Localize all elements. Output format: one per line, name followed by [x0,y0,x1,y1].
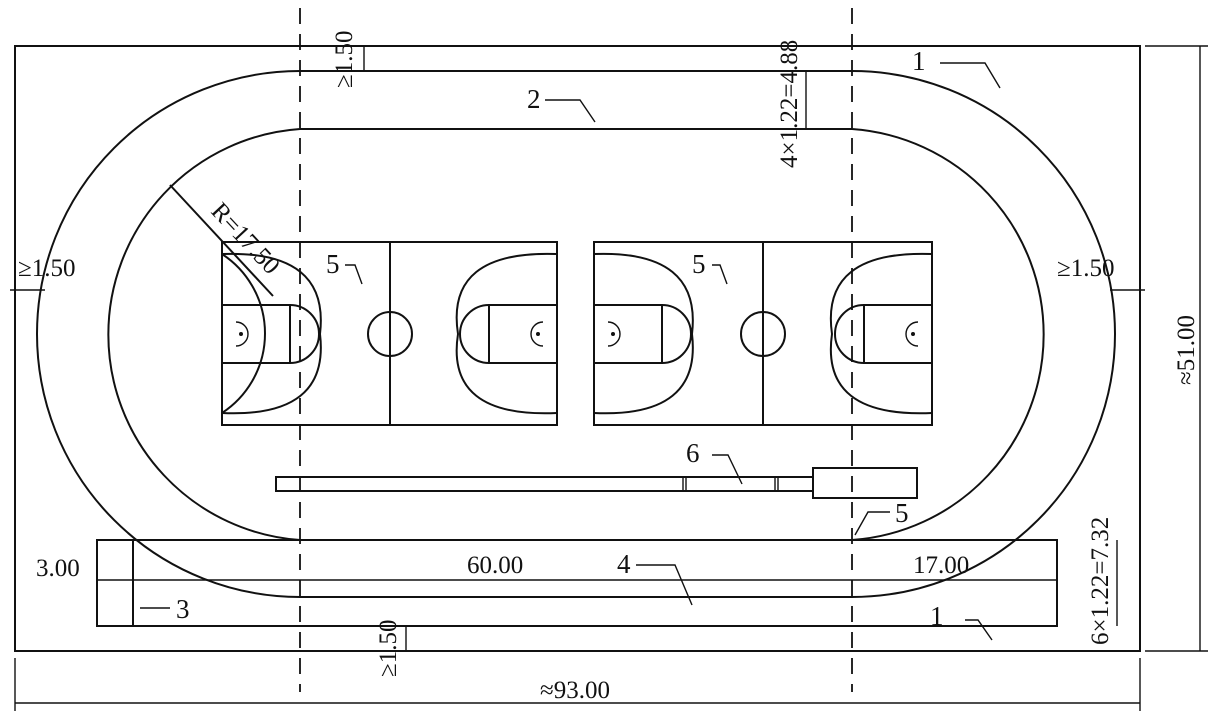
label-court-right: 5 [692,249,706,279]
label-straight-lanes: 4 [617,549,631,579]
basketball-court-right [593,241,933,426]
leader-5-court-left [345,264,363,285]
label-long-jump: 6 [686,438,700,468]
dim-right-clearance: ≥1.50 [1057,255,1114,282]
dim-run-out: 17.00 [913,552,969,579]
dim-start-zone: 3.00 [36,555,80,582]
label-finish-point: 5 [895,498,909,528]
dim-lanes-straight: 6×1.22=7.32 [1087,517,1114,645]
site-boundary [14,45,1141,652]
dim-width-total: ≈93.00 [540,677,610,704]
dim-left-clearance: ≥1.50 [18,255,75,282]
track-outer-edge [36,70,1116,598]
leader-6 [712,454,743,485]
leader-1-bottom [965,619,993,641]
dim-bottom-clearance: ≥1.50 [375,620,402,677]
basketball-court-left [221,241,558,426]
straight-track-area [96,539,1058,627]
leader-2 [545,99,596,123]
label-outer-track: 1 [912,46,926,76]
leader-1-top [940,62,1001,89]
leader-5-court-right [712,264,728,285]
label-straight-start: 3 [176,594,190,624]
dim-lanes-top: 4×1.22=4.88 [776,40,803,168]
leader-5-finish [854,511,890,536]
label-inner-edge: 2 [527,84,541,114]
dim-straight-length: 60.00 [467,552,523,579]
label-court-left: 5 [326,249,340,279]
dim-height-total: ≈51.00 [1173,315,1200,385]
leader-4 [636,564,693,606]
radius-line [169,184,274,297]
long-jump-runway [275,467,918,499]
label-outer-track-bottom: 1 [930,601,944,631]
dim-top-clearance: ≥1.50 [331,31,358,88]
